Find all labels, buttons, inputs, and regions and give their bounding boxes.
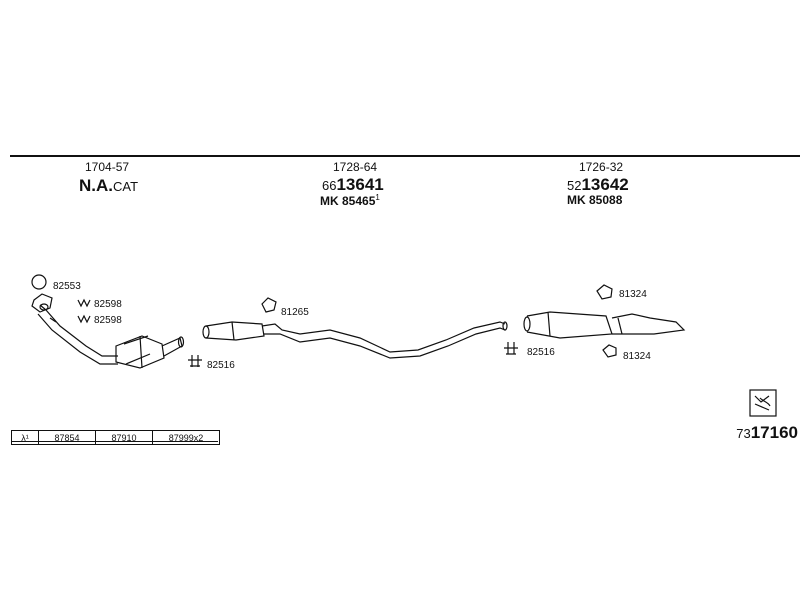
manual-icon [749, 389, 777, 417]
part-number-prefix: 66 [322, 178, 337, 193]
section-code-2: 1728-64 [333, 160, 378, 174]
section-part-number-3: 5213642 [567, 175, 629, 195]
gasket-icon [261, 297, 277, 313]
accessory-table: λ¹ 87854 87910 87999x2 [11, 430, 220, 445]
section-part-number-2: 6613641 [322, 175, 384, 195]
section-code-3: 1726-32 [579, 160, 624, 174]
part-label-81324-a: 81324 [619, 289, 647, 300]
clamp-icon [188, 355, 202, 367]
part-label-82598-b: 82598 [94, 315, 122, 326]
section-mk-3: MK 85088 [567, 193, 622, 207]
mk-label: MK 85088 [567, 193, 623, 207]
part-label-81324-b: 81324 [623, 351, 651, 362]
rear-muffler-icon [523, 311, 686, 339]
mk-label: MK 85465 [320, 194, 376, 208]
table-cell-1: 87854 [38, 431, 95, 444]
part-label-82516-a: 82516 [207, 360, 235, 371]
part-label-82598-a: 82598 [94, 299, 122, 310]
reference-prefix: 73 [736, 426, 751, 441]
bottom-rule [11, 441, 218, 442]
clamp-icon [77, 298, 91, 324]
lambda-cell: λ¹ [21, 432, 29, 443]
catalytic-converter-icon [115, 335, 185, 369]
part-label-81265: 81265 [281, 307, 309, 318]
mk-sup: 1 [375, 193, 380, 202]
top-rule [10, 155, 800, 157]
middle-muffler-icon [202, 321, 508, 359]
section-name-main: N.A. [79, 176, 113, 195]
gasket-ring-icon [31, 274, 47, 290]
section-name-suffix: CAT [113, 179, 139, 194]
front-pipe-icon [31, 293, 118, 365]
part-label-82516-b: 82516 [527, 347, 555, 358]
section-code-1: 1704-57 [85, 160, 130, 174]
table-cell-3: 87999x2 [152, 431, 219, 444]
reference-main: 17160 [750, 423, 798, 442]
clamp-icon [504, 342, 518, 355]
part-number-main: 13641 [336, 175, 384, 194]
rubber-hanger-icon [596, 284, 613, 300]
rubber-hanger-icon [602, 344, 617, 358]
part-label-82553: 82553 [53, 281, 81, 292]
part-number-prefix: 52 [567, 178, 582, 193]
diagram-reference-number: 7317160 [736, 423, 798, 443]
section-mk-2: MK 854651 [320, 193, 380, 208]
part-number-main: 13642 [581, 175, 629, 194]
section-name-1: N.A.CAT [79, 176, 138, 196]
table-cell-2: 87910 [95, 431, 152, 444]
